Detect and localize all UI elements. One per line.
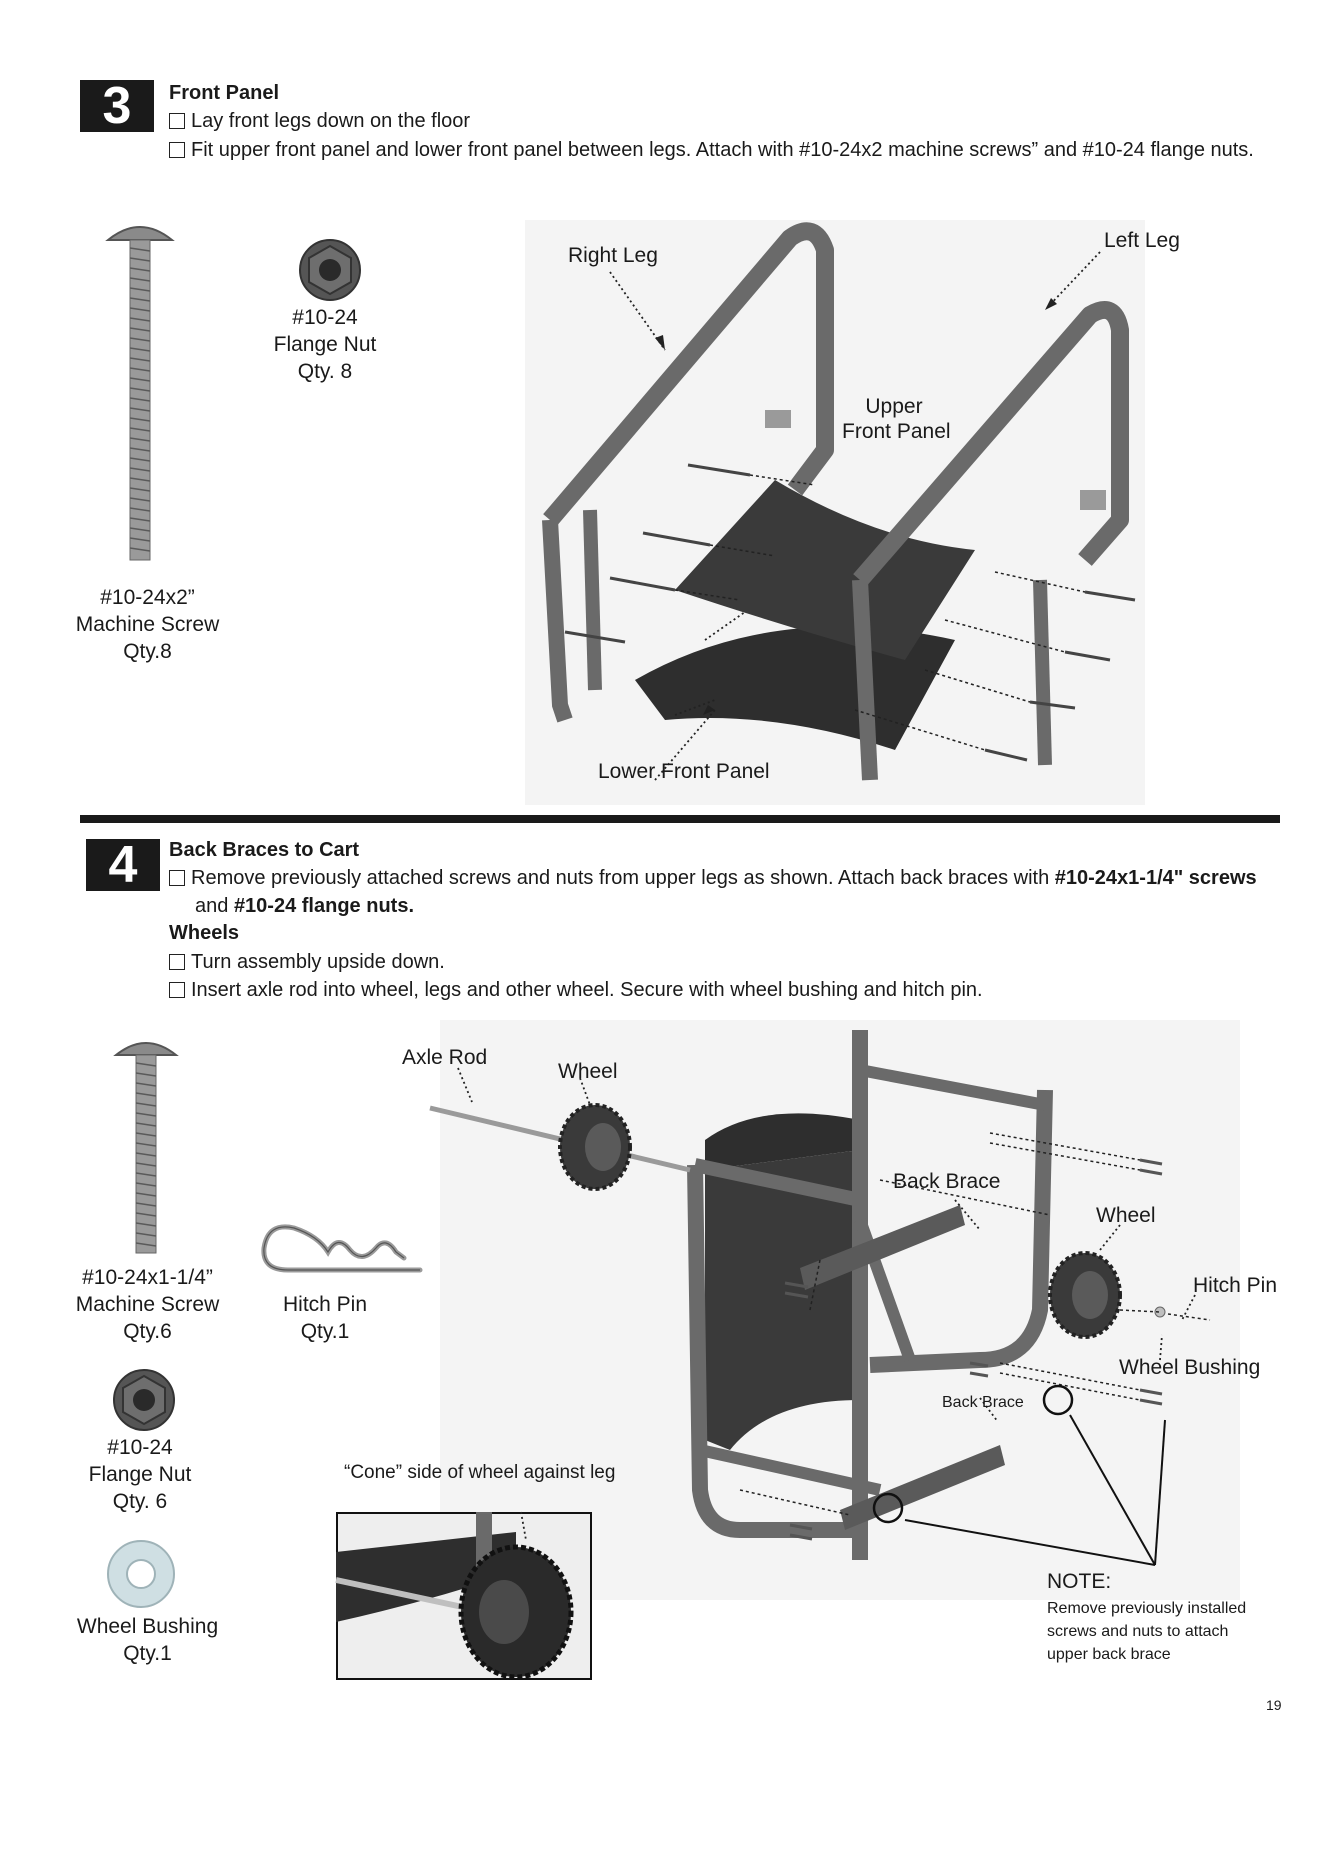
step-4-instruction-2: Turn assembly upside down. — [169, 951, 445, 974]
flange-nut-icon — [299, 239, 361, 301]
wheel-bushing-callout: Wheel Bushing — [1119, 1356, 1261, 1379]
machine-screw-icon — [113, 1042, 179, 1254]
cone-side-caption: “Cone” side of wheel against leg — [344, 1462, 616, 1483]
section-divider — [80, 815, 1280, 823]
lower-front-panel-label: Lower Front Panel — [598, 760, 770, 783]
right-leg-label: Right Leg — [568, 244, 658, 267]
machine-screw-icon — [105, 226, 175, 561]
checkbox[interactable] — [169, 870, 185, 886]
flange-nut-icon — [113, 1369, 175, 1431]
step-3-title: Front Panel — [169, 82, 280, 104]
step-3-screw-label: #10-24x2” Machine Screw Qty.8 — [75, 586, 220, 663]
back-braces-wheels-assembly-diagram — [429, 1020, 1240, 1600]
wheel-label-left: Wheel — [558, 1060, 618, 1083]
step-4-instruction-1: Remove previously attached screws and nu… — [169, 867, 1257, 890]
hitch-pin-callout: Hitch Pin — [1193, 1274, 1278, 1297]
upper-front-panel-label: Upper Front Panel — [842, 395, 951, 443]
step-4-nut-label: #10-24 Flange Nut Qty. 6 — [88, 1436, 192, 1513]
wheel-bushing-icon — [107, 1540, 175, 1608]
hitch-pin-icon — [261, 1224, 423, 1273]
step-4-subtitle: Wheels — [169, 922, 240, 944]
page-number: 19 — [1266, 1697, 1282, 1713]
left-leg-label: Left Leg — [1104, 229, 1180, 252]
back-brace-label-lower: Back Brace — [942, 1394, 1024, 1411]
step-3-nut-label: #10-24 Flange Nut Qty. 8 — [273, 306, 377, 383]
front-panel-assembly-diagram — [525, 220, 1145, 805]
wheel-bushing-label: Wheel Bushing Qty.1 — [76, 1615, 219, 1665]
axle-rod-label: Axle Rod — [402, 1046, 488, 1069]
note-title: NOTE: — [1047, 1570, 1112, 1593]
wheel-label-right: Wheel — [1096, 1204, 1156, 1227]
step-4-instruction-1-cont: and #10-24 flange nuts. — [195, 895, 414, 917]
hitch-pin-label: Hitch Pin Qty.1 — [282, 1293, 368, 1343]
step-3-instruction-1: Lay front legs down on the floor — [169, 110, 470, 133]
step-4-screw-label: #10-24x1-1/4” Machine Screw Qty.6 — [75, 1266, 220, 1343]
checkbox[interactable] — [169, 982, 185, 998]
wheel-cone-detail-inset — [335, 1511, 592, 1680]
note-body: Remove previously installed screws and n… — [1047, 1600, 1247, 1663]
checkbox[interactable] — [169, 954, 185, 970]
step-4-instruction-3: Insert axle rod into wheel, legs and oth… — [169, 979, 983, 1002]
step-4-title: Back Braces to Cart — [169, 839, 360, 861]
step-4-number-badge: 4 — [86, 839, 160, 891]
checkbox[interactable] — [169, 113, 185, 129]
step-3-instruction-2: Fit upper front panel and lower front pa… — [169, 139, 1254, 162]
checkbox[interactable] — [169, 142, 185, 158]
step-3-number-badge: 3 — [80, 80, 154, 132]
back-brace-label-upper: Back Brace — [893, 1170, 1001, 1193]
